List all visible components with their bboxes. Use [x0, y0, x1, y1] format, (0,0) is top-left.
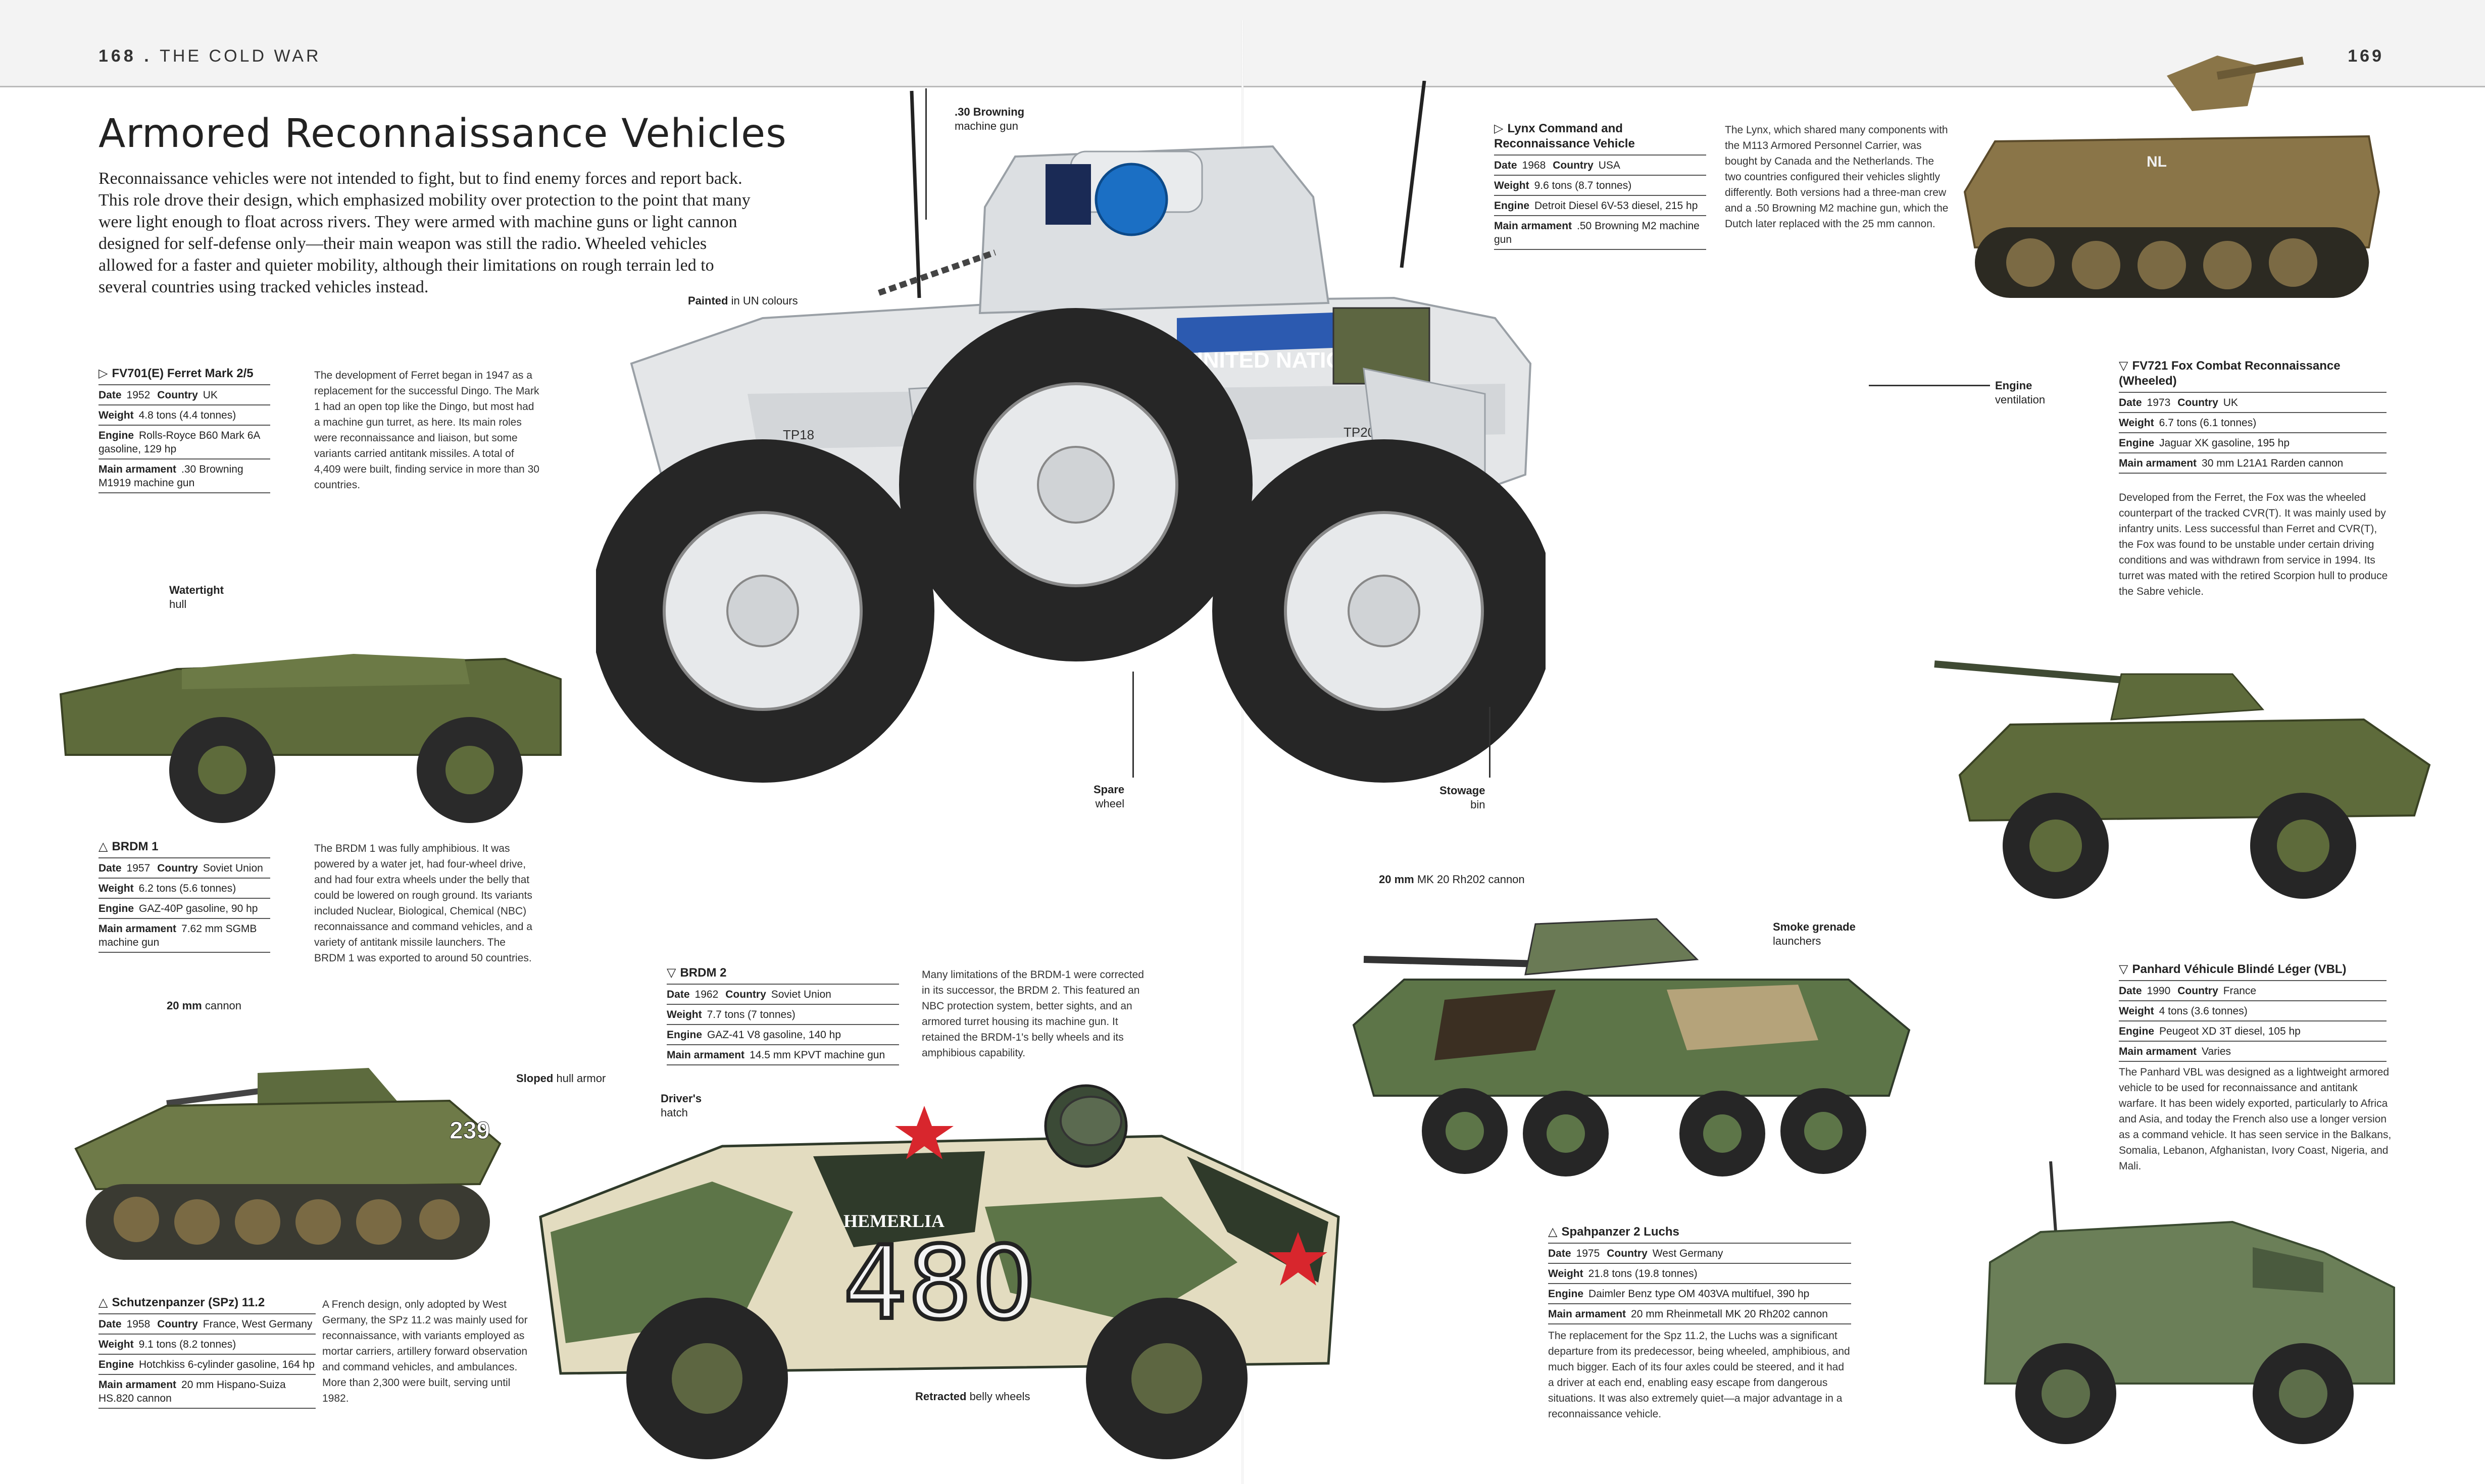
callout-mk20: 20 mm MK 20 Rh202 cannon — [1379, 873, 1525, 886]
folio-separator: . — [144, 46, 152, 66]
desc-luchs: The replacement for the Spz 11.2, the Lu… — [1548, 1330, 1850, 1420]
spec-fox: ▽FV721 Fox Combat Reconnaissance (Wheele… — [2119, 359, 2387, 474]
tp20-marking: TP20 — [1344, 425, 1375, 440]
brdm2-number-marking: 480 — [843, 1224, 1036, 1342]
desc-vbl: The Panhard VBL was designed as a lightw… — [2119, 1066, 2392, 1172]
desc-brdm2: Many limitations of the BRDM-1 were corr… — [922, 969, 1144, 1059]
tp18-marking: TP18 — [783, 427, 814, 442]
spec-vbl: ▽Panhard Véhicule Blindé Léger (VBL) Dat… — [2119, 962, 2387, 1062]
left-page-number: 168 — [98, 46, 136, 66]
callout-sloped: Sloped hull armor — [516, 1072, 606, 1085]
page-title: Armored Reconnaissance Vehicles — [98, 111, 787, 157]
fox-image — [1919, 634, 2434, 906]
desc-spz: A French design, only adopted by West Ge… — [322, 1299, 528, 1404]
section-title: THE COLD WAR — [160, 46, 321, 66]
luchs-image — [1344, 858, 1919, 1212]
desc-brdm1: The BRDM 1 was fully amphibious. It was … — [314, 843, 532, 964]
desc-fox: Developed from the Ferret, the Fox was t… — [2119, 492, 2388, 597]
ferret-wheel-rear — [1212, 439, 1546, 783]
desc-lynx: The Lynx, which shared many components w… — [1725, 124, 1949, 230]
ferret-wheel-spare — [899, 308, 1253, 661]
lynx-image: NL — [1955, 45, 2384, 313]
ferret-image: UNITED NATIONS TP18 TP20 — [596, 81, 1546, 798]
intro-text: Reconnaissance vehicles were not intende… — [98, 169, 751, 296]
vbl-image — [1970, 1161, 2404, 1449]
spec-lynx: ▷Lynx Command and Reconnaissance Vehicle… — [1494, 121, 1706, 250]
desc-ferret: The development of Ferret began in 1947 … — [314, 370, 539, 491]
page-gutter — [1241, 20, 1244, 1484]
brdm1-image — [51, 624, 571, 826]
leader-stowage — [1489, 707, 1490, 778]
leader-browning — [925, 88, 927, 220]
lynx-nl-marking: NL — [2147, 153, 2167, 170]
callout-20mm-spz: 20 mm cannon — [167, 999, 242, 1012]
brdm2-name-marking: HEMERLIA — [843, 1211, 945, 1231]
leader-engine — [1869, 385, 1990, 386]
ferret-wheel-front — [596, 439, 934, 783]
spz-number: 239 — [450, 1117, 490, 1144]
right-page-number: 169 — [2348, 46, 2384, 66]
brdm2-image: HEMERLIA 480 — [530, 1081, 1349, 1464]
callout-painted: Painted in UN colours — [688, 294, 798, 307]
page-folio-left: 168 . THE COLD WAR — [98, 46, 321, 66]
callout-retracted: Retracted belly wheels — [915, 1390, 1030, 1403]
spz-image: 239 — [66, 1017, 510, 1280]
leader-spare — [1132, 672, 1134, 778]
